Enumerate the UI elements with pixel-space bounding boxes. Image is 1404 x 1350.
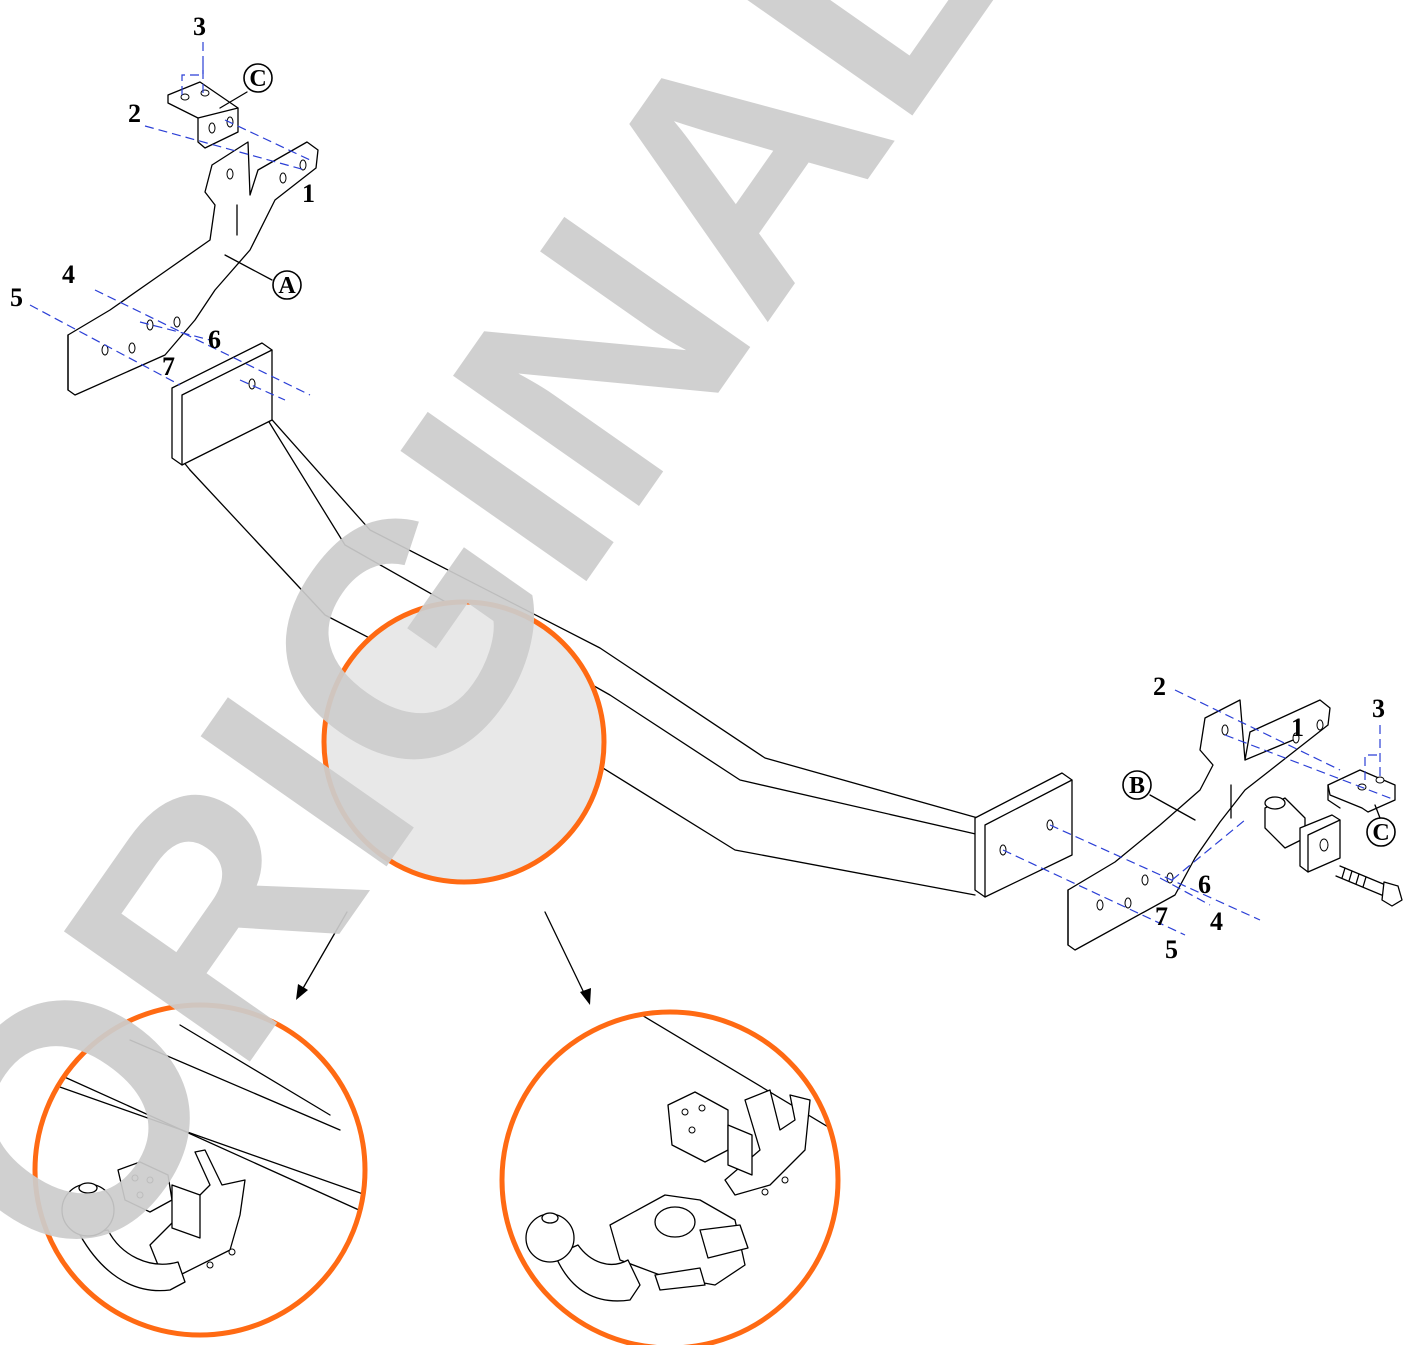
hole: [248, 378, 256, 390]
label-5-right: 5: [1165, 935, 1178, 964]
hole: [146, 319, 154, 331]
tow-ball-detachable-icon: [525, 1012, 838, 1302]
hole: [279, 172, 287, 184]
label-2-left: 2: [128, 99, 141, 128]
hole: [1375, 776, 1385, 784]
plate-c-right: [1327, 769, 1396, 813]
hole: [180, 93, 190, 101]
label-1-left: 1: [302, 179, 315, 208]
washer: [1299, 814, 1341, 873]
part-labels: C A B C: [243, 63, 1396, 847]
label-5-left: 5: [10, 283, 23, 312]
tow-ball-fixed-icon: [39, 1024, 365, 1292]
label-7-left: 7: [162, 352, 175, 381]
label-3-right: 3: [1372, 694, 1385, 723]
hole: [200, 89, 210, 97]
spacer-tube: [1264, 796, 1306, 849]
label-6-left: 6: [208, 325, 221, 354]
label-b: B: [1129, 773, 1145, 799]
bracket-a: [67, 141, 319, 396]
label-2-right: 2: [1153, 672, 1166, 701]
label-7-right: 7: [1155, 902, 1168, 931]
bolt: [1335, 865, 1403, 907]
hole: [1124, 897, 1132, 909]
arrow-icon: [296, 911, 591, 1005]
hole: [1221, 724, 1229, 736]
hole: [299, 159, 307, 171]
label-3-left: 3: [193, 12, 206, 41]
label-6-right: 6: [1198, 870, 1211, 899]
hole: [1141, 874, 1149, 886]
leader-lines: [219, 91, 1381, 821]
label-c-right: C: [1372, 820, 1389, 846]
hole: [1292, 732, 1300, 744]
label-4-left: 4: [62, 260, 75, 289]
label-a: A: [278, 273, 296, 299]
hole: [173, 316, 181, 328]
assembly-lines: [29, 42, 1396, 936]
left-end-plate: [171, 342, 273, 466]
hole: [1096, 899, 1104, 911]
cross-bar: [171, 342, 1073, 898]
hole: [226, 168, 234, 180]
label-1-right: 1: [1291, 713, 1304, 742]
hole: [128, 342, 136, 354]
watermark-text: ORIGINAL: [0, 0, 1073, 1330]
hole: [1316, 719, 1324, 731]
number-labels: 3 2 1 4 5 6 7 2 1 3 6 7 4 5: [10, 12, 1385, 964]
label-4-right: 4: [1210, 907, 1223, 936]
detail-circle-fixed: [32, 1002, 368, 1338]
detail-magnifier-circle: [321, 599, 607, 885]
hole: [208, 122, 216, 134]
watermark: ORIGINAL: [0, 0, 1073, 1330]
hole: [1319, 838, 1329, 852]
label-c-left: C: [249, 66, 266, 92]
right-end-plate: [974, 772, 1073, 898]
